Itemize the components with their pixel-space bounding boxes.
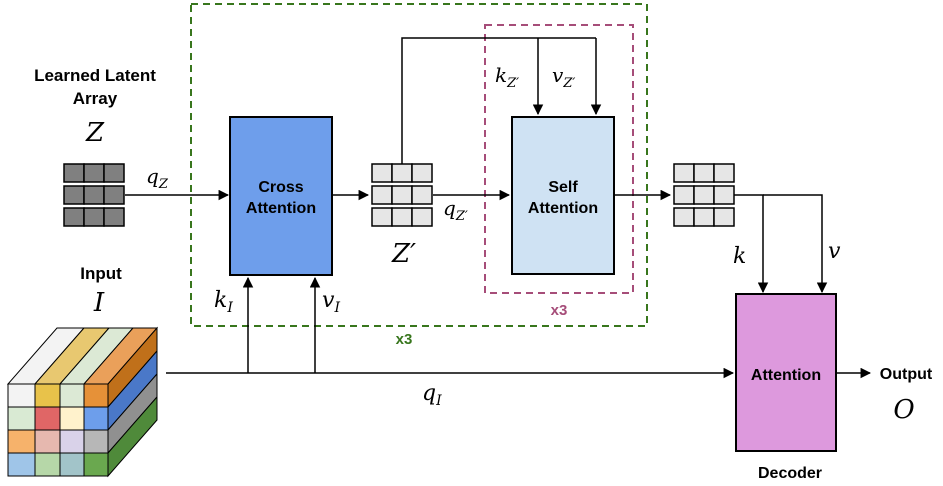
latent-symbol: Z <box>85 118 105 148</box>
latent-out-query-label: qZ′ <box>443 196 468 224</box>
cross-attention-label-line1: Cross <box>258 179 303 196</box>
input-query-label: qI <box>422 381 442 409</box>
input-value-label: vI <box>322 288 340 316</box>
output-label: Output <box>880 366 933 383</box>
inner-repeat-label: x3 <box>551 302 568 319</box>
outer-repeat-box <box>190 3 648 327</box>
cross-attention-label-line2: Attention <box>246 200 316 217</box>
decoder-attention-label: Attention <box>751 367 821 384</box>
latent-out-symbol: Z′ <box>391 239 416 269</box>
latent-kv-feedback-line <box>401 37 596 164</box>
input-symbol: I <box>93 288 105 318</box>
decoder-attention-block <box>735 293 837 452</box>
input-key-label: kI <box>214 288 233 316</box>
final-latent-grid <box>673 163 735 227</box>
latent-out-key-label: kZ′ <box>495 63 519 91</box>
inner-repeat-box <box>484 24 634 294</box>
latent-title-line2: Array <box>73 89 118 108</box>
self-attention-block <box>511 116 615 275</box>
cross-attention-block <box>229 116 333 276</box>
latent-out-value-label: vZ′ <box>552 63 575 91</box>
self-attention-label-line1: Self <box>548 179 578 196</box>
outer-repeat-label: x3 <box>396 331 413 348</box>
latent-array-grid <box>63 163 125 227</box>
latent-out-grid <box>371 163 433 227</box>
decoder-value-label: v <box>828 239 841 264</box>
decoder-value-arrow <box>763 194 828 294</box>
decoder-key-label: k <box>733 244 746 269</box>
self-attention-label-line2: Attention <box>528 200 598 217</box>
latent-title-line1: Learned Latent <box>34 66 156 85</box>
decoder-title: Decoder <box>758 465 822 482</box>
input-title: Input <box>80 264 122 283</box>
input-cube <box>6 326 159 478</box>
latent-query-label: qZ <box>146 164 169 192</box>
output-symbol: O <box>893 395 914 425</box>
